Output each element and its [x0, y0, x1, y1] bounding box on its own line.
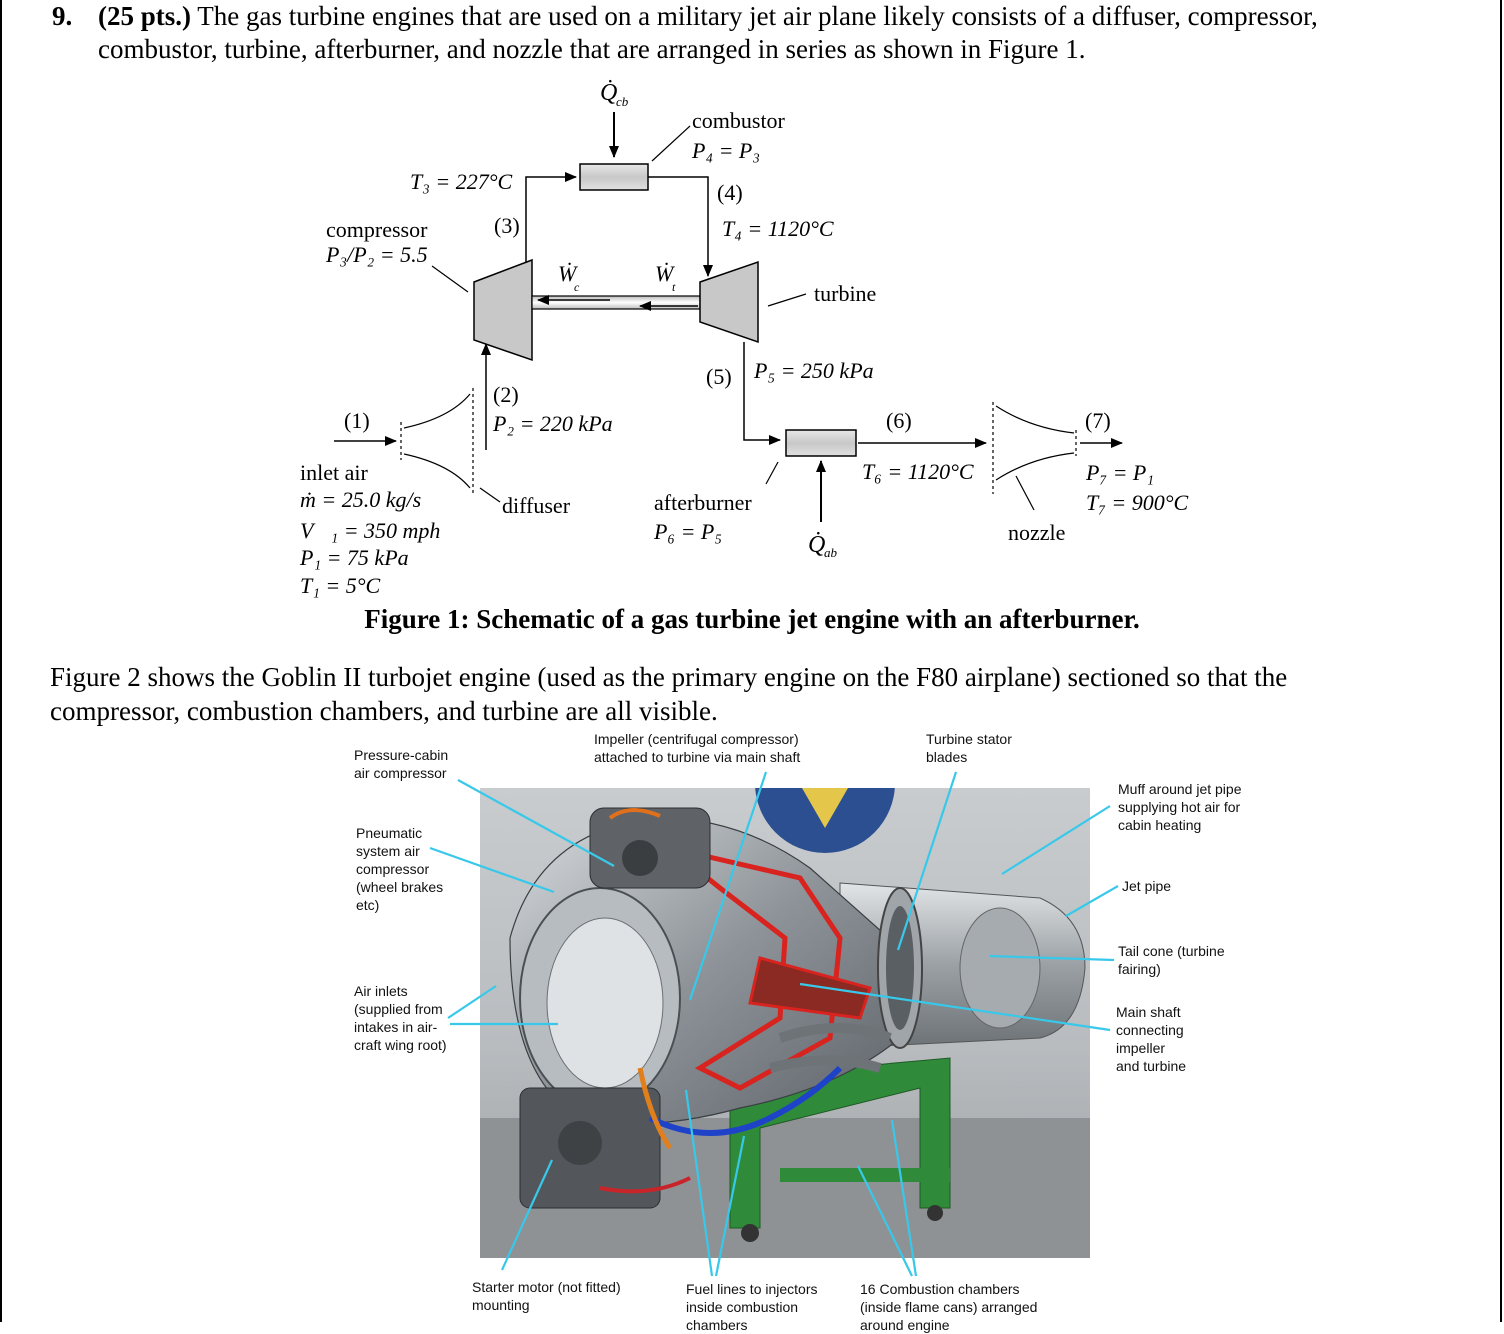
label-muff: Muff around jet pipe supplying hot air f… — [1118, 781, 1242, 833]
state7-label: (7) — [1085, 408, 1111, 433]
turbine-label: turbine — [814, 281, 876, 306]
afterburner-leader — [765, 461, 779, 485]
paragraph-line1: Figure 2 shows the Goblin II turbojet en… — [50, 662, 1288, 692]
flow-combustor-to-turbine — [648, 176, 713, 277]
flow-turbine-to-afterburner — [743, 342, 781, 445]
afterburner-eq: P₆ = P₅ — [653, 519, 722, 544]
P5-label: P₅ = 250 kPa — [753, 358, 874, 383]
combustor-eq: P₄ = P₃ — [691, 138, 760, 163]
state3-label: (3) — [494, 213, 520, 238]
nozzle-top-wall — [995, 405, 1075, 434]
label-fuel-lines: Fuel lines to injectors inside combustio… — [686, 1281, 818, 1333]
label-pneumatic: Pneumatic system air compressor (wheel b… — [356, 825, 444, 913]
T6-label: T₆ = 1120°C — [862, 459, 974, 484]
problem-text-line1: The gas turbine engines that are used on… — [191, 1, 1318, 31]
label-combustion-chambers: 16 Combustion chambers (inside flame can… — [860, 1281, 1038, 1333]
V1-label: V⃗₁ = 350 mph — [300, 518, 440, 543]
q-ab-sub: ab — [824, 545, 838, 560]
q-cb-label: Q̇ — [600, 80, 617, 106]
combustor-leader — [651, 125, 691, 162]
label-main-shaft: Main shaft connecting impeller and turbi… — [1116, 1004, 1187, 1074]
compressor-leader — [431, 265, 469, 293]
P7-label: P₇ = P₁ — [1085, 460, 1154, 485]
state5-label: (5) — [706, 364, 732, 389]
problem-points: (25 pts.) — [98, 1, 191, 31]
paragraph-line2: compressor, combustion chambers, and tur… — [50, 696, 718, 726]
q-ab-label: Q̇ — [808, 532, 825, 558]
engine-photo — [480, 788, 1090, 1258]
diffuser-top-wall — [403, 393, 471, 429]
T3-label: T₃ = 227°C — [410, 169, 513, 194]
turbine-leader — [767, 293, 807, 307]
state6-label: (6) — [886, 408, 912, 433]
label-starter: Starter motor (not fitted) mounting — [472, 1279, 621, 1313]
figure1-caption: Figure 1: Schematic of a gas turbine jet… — [364, 604, 1140, 634]
label-impeller: Impeller (centrifugal compressor) attach… — [594, 731, 801, 765]
figure2-intro-paragraph: Figure 2 shows the Goblin II turbojet en… — [50, 660, 1452, 728]
wt-label: Ẇ — [655, 261, 675, 286]
compressor-shape — [473, 258, 533, 362]
nozzle-bottom-wall — [995, 452, 1075, 481]
label-pressure-cabin: Pressure-cabin air compressor — [354, 747, 449, 781]
mdot-label: ṁ = 25.0 kg/s — [300, 487, 421, 512]
afterburner-box — [785, 429, 857, 457]
state4-label: (4) — [717, 180, 743, 205]
figure1-schematic: Q̇ cb combustor P₄ = P₃ T₃ = 227°C (4) T… — [299, 80, 1189, 598]
diffuser-label: diffuser — [502, 493, 571, 518]
state1-label: (1) — [344, 408, 370, 433]
diffuser-bottom-wall — [403, 453, 471, 489]
afterburner-label: afterburner — [654, 490, 752, 515]
T1-label: T₁ = 5°C — [300, 573, 381, 598]
problem-statement: 9. (25 pts.) The gas turbine engines that… — [52, 0, 1462, 66]
label-jet-pipe: Jet pipe — [1122, 878, 1172, 894]
problem-number: 9. — [52, 1, 73, 31]
combustor-label: combustor — [692, 108, 786, 133]
label-turbine-stator: Turbine stator blades — [926, 731, 1012, 765]
problem-text-line2: combustor, turbine, afterburner, and noz… — [98, 34, 1086, 64]
nozzle-leader — [1015, 475, 1035, 511]
diffuser-leader — [479, 487, 501, 503]
label-air-inlets: Air inlets (supplied from intakes in air… — [354, 983, 447, 1053]
P1-label: P₁ = 75 kPa — [299, 545, 409, 570]
flow-3-to-combustor — [525, 172, 577, 273]
combustor-box — [579, 163, 649, 191]
compressor-label: compressor — [326, 217, 428, 242]
nozzle-label: nozzle — [1008, 520, 1065, 545]
T7-label: T₇ = 900°C — [1086, 490, 1189, 515]
inlet-air-label: inlet air — [300, 460, 368, 485]
P2-label: P₂ = 220 kPa — [492, 411, 613, 436]
state2-label: (2) — [493, 382, 519, 407]
turbine-shape — [699, 260, 759, 344]
wt-sub: t — [672, 280, 676, 294]
T4-label: T₄ = 1120°C — [722, 216, 834, 241]
compressor-ratio: P₃/P₂ = 5.5 — [325, 242, 428, 267]
wc-sub: c — [574, 280, 580, 294]
label-tail-cone: Tail cone (turbine fairing) — [1118, 943, 1225, 977]
wc-label: Ẇ — [558, 261, 578, 286]
q-cb-sub: cb — [616, 94, 629, 109]
